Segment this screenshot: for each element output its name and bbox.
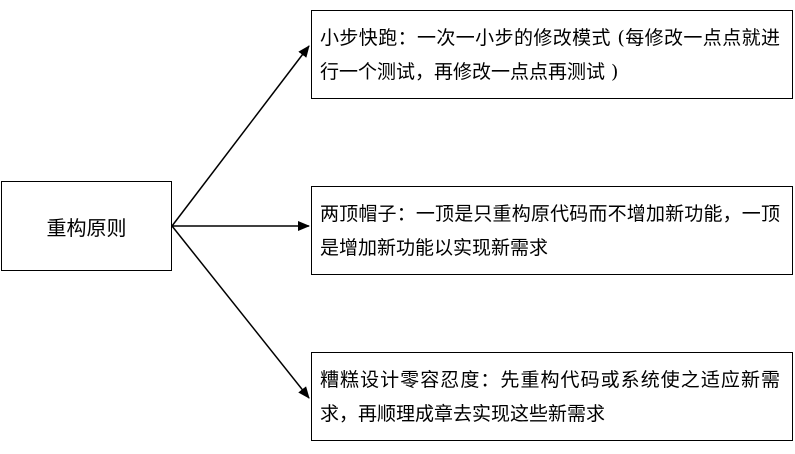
branch-node-two-hats: 两顶帽子：一顶是只重构原代码而不增加新功能，一顶是增加新功能以实现新需求: [311, 186, 793, 275]
branch-node-text: 小步快跑：一次一小步的修改模式 (每修改一点点就进行一个测试，再修改一点点再测试…: [320, 27, 780, 83]
branch-node-zero-tolerance: 糟糕设计零容忍度：先重构代码或系统使之适应新需求，再顺理成章去实现这些新需求: [311, 352, 793, 441]
root-node-label: 重构原则: [46, 215, 127, 240]
branch-node-text: 两顶帽子：一顶是只重构原代码而不增加新功能，一顶是增加新功能以实现新需求: [320, 203, 780, 259]
branch-node-text: 糟糕设计零容忍度：先重构代码或系统使之适应新需求，再顺理成章去实现这些新需求: [320, 369, 780, 425]
branch-node-small-steps: 小步快跑：一次一小步的修改模式 (每修改一点点就进行一个测试，再修改一点点再测试…: [311, 10, 793, 99]
arrow-to-branch-3: [171, 225, 310, 399]
root-node: 重构原则: [1, 181, 172, 271]
arrow-to-branch-1: [171, 45, 310, 227]
